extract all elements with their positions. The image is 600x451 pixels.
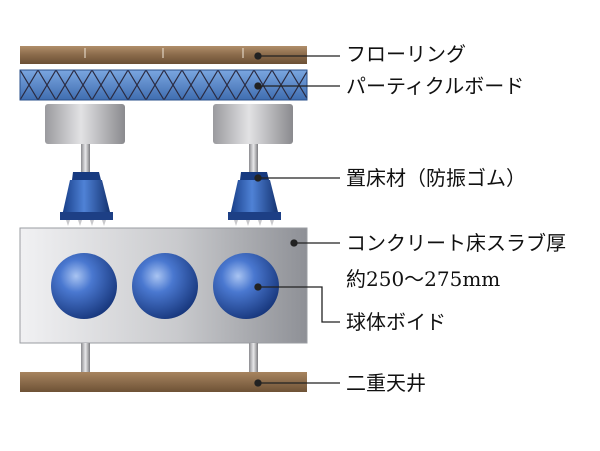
label-double-ceiling: 二重天井 — [346, 371, 426, 395]
label-sphere-void: 球体ボイド — [346, 310, 446, 334]
sphere-voids — [51, 253, 279, 319]
support-unit-left — [45, 104, 125, 226]
label-concrete-slab: コンクリート床スラブ厚 — [346, 231, 566, 255]
support-unit-right — [213, 104, 293, 226]
ceiling-hangers — [81, 343, 258, 372]
flooring-layer — [20, 46, 307, 64]
label-support-rubber: 置床材（防振ゴム） — [346, 166, 526, 190]
leader-lines — [254, 52, 340, 387]
label-flooring: フローリング — [346, 42, 466, 66]
label-particle-board: パーティクルボード — [346, 74, 525, 98]
particle-board-layer — [19, 69, 308, 101]
double-ceiling-layer — [20, 372, 307, 392]
label-slab-thickness: 約250〜275mm — [346, 267, 501, 291]
